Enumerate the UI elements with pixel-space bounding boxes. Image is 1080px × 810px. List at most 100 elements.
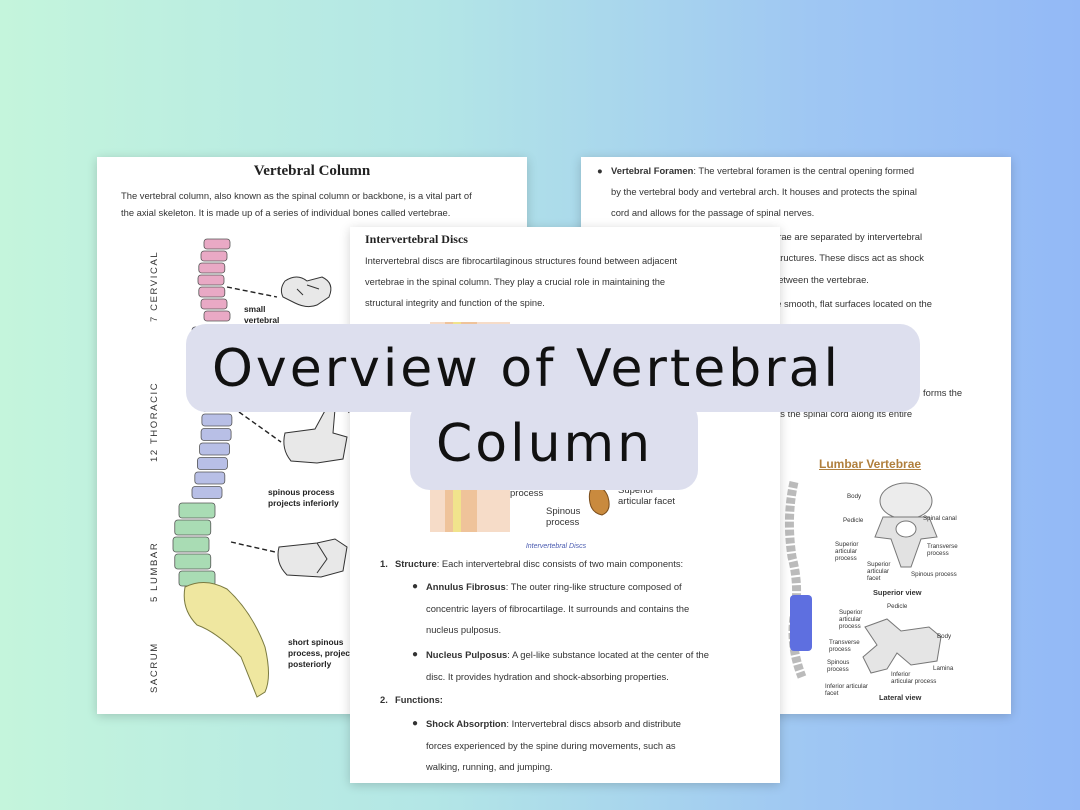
list-text: nucleus pulposus. — [426, 624, 502, 635]
label-superior-articular-process: Superior articular process — [835, 541, 859, 562]
vertebra-shape — [178, 502, 216, 519]
vertebra-shape — [201, 413, 233, 427]
bullet-dot: ● — [412, 718, 419, 729]
vertebra-shape — [198, 286, 226, 298]
bullet-dot: ● — [412, 581, 419, 592]
label-superior-articular-process-lateral: Superior articular process — [839, 609, 863, 630]
vertebra-shape — [194, 471, 226, 485]
lumbar-vertebra-sketch — [277, 538, 348, 578]
intro-paragraph: The vertebral column, also known as the … — [121, 187, 506, 221]
label-spinous-process-lateral: Spinous process — [827, 659, 850, 673]
title-banner-bottom — [410, 400, 698, 490]
figure-label-process: process — [510, 488, 544, 499]
annotation-text: small vertebral — [244, 304, 280, 325]
text-fragment: cts the spinal cord along its entire — [773, 408, 913, 419]
vertebra-shape — [174, 519, 212, 536]
leader-line — [226, 286, 278, 298]
bullet-text: by the vertebral body and vertebral arch… — [611, 186, 917, 197]
text-fragment: forms the — [923, 387, 963, 398]
list-text: walking, running, and jumping. — [426, 761, 553, 772]
list-text: : The outer ring-like structure composed… — [505, 581, 682, 592]
leader-line — [230, 541, 276, 553]
label-body-lateral: Body — [937, 633, 952, 640]
lateral-view-label: Lateral view — [879, 693, 922, 702]
annotation-thoracic: spinous process projects inferiorly — [268, 487, 339, 509]
text-fragment: re smooth, flat surfaces located on the — [773, 298, 932, 309]
vertebra-shape — [203, 310, 231, 322]
list-term: Shock Absorption — [426, 718, 507, 729]
label-body: Body — [847, 493, 862, 500]
vertebra-shape — [200, 298, 228, 310]
list-subitem-annulus: ● Annulus Fibrosus: The outer ring-like … — [412, 576, 756, 641]
vertebra-shape — [200, 250, 228, 262]
sacrum-shape — [183, 582, 269, 698]
page-title: Vertebral Column — [253, 163, 371, 179]
figure-caption: Intervertebral Discs — [525, 543, 587, 550]
intervertebral-discs-page: Intervertebral Discs Intervertebral disc… — [350, 227, 780, 783]
list-number: 2. — [380, 694, 388, 705]
list-number: 1. — [380, 558, 388, 569]
list-subitem-shock: ● Shock Absorption: Intervertebral discs… — [412, 713, 756, 778]
intro-line: the axial skeleton. It is made up of a s… — [121, 207, 451, 218]
vertebra-shape — [174, 553, 212, 570]
label-spinous-process: Spinous process — [911, 571, 957, 578]
title-banner-top — [186, 324, 920, 412]
intro-line: Intervertebral discs are fibrocartilagin… — [365, 256, 678, 266]
spinal-canal-shape — [895, 520, 917, 538]
superior-view-illustration — [874, 482, 938, 568]
list-text: : A gel-like substance located at the ce… — [507, 649, 709, 660]
superior-view-label: Superior view — [873, 588, 922, 597]
text-fragment: between the vertebrae. — [773, 274, 869, 285]
vertebra-shape — [199, 442, 230, 456]
list-text: forces experienced by the spine during m… — [426, 739, 676, 751]
lateral-view-illustration — [862, 618, 942, 674]
intro-paragraph: Intervertebral discs are fibrocartilagin… — [365, 251, 760, 314]
label-superior-articular-facet: Superior articular facet — [867, 561, 891, 582]
foramen-bullet: ● Vertebral Foramen: The vertebral foram… — [597, 160, 1006, 223]
figure-label-spinous: Spinous process — [546, 506, 581, 528]
vertebra-shape — [203, 238, 231, 250]
label-inferior-articular-facet: Inferior articular facet — [825, 683, 868, 697]
annotation-lumbar: short spinous process, projects posterio… — [288, 637, 357, 670]
list-text: concentric layers of fibrocartilage. It … — [426, 602, 690, 614]
vertebra-shape — [200, 428, 232, 441]
lumbar-highlight — [790, 595, 812, 651]
banner-title-line1: Overview of Vertebral — [212, 339, 841, 399]
text-fragment: brae are separated by intervertebral — [773, 231, 923, 242]
text-fragment: structures. These discs act as shock — [773, 252, 924, 263]
label-transverse-process-lateral: Transverse process — [829, 639, 860, 653]
list-subitem-nucleus: ● Nucleus Pulposus: A gel-like substance… — [412, 644, 756, 687]
intro-line: structural integrity and function of the… — [365, 298, 545, 308]
articular-facet-shape — [588, 486, 610, 516]
leader-line — [238, 411, 282, 443]
list-text: : Each intervertebral disc consists of t… — [436, 558, 684, 569]
annotation-text: short spinous process, projects posterio… — [288, 637, 358, 669]
section-title: Intervertebral Discs — [365, 232, 468, 246]
bullet-text: : The vertebral foramen is the central o… — [693, 165, 915, 176]
intro-line: The vertebral column, also known as the … — [121, 190, 472, 201]
annotation-text: spinous process projects inferiorly — [268, 487, 339, 508]
vertebra-shape — [198, 262, 226, 274]
vertebral-arch-shape — [874, 516, 938, 568]
lumbar-vertebrae-heading: Lumbar Vertebrae — [819, 457, 922, 471]
spine-side-illustration — [784, 480, 812, 679]
list-term: Functions: — [395, 694, 443, 705]
lumbar-vertebrae — [172, 502, 216, 587]
label-lamina: Lamina — [933, 665, 954, 672]
bullet-dot: ● — [597, 165, 603, 176]
label-pedicle-lateral: Pedicle — [887, 603, 908, 610]
list-text: : Intervertebral discs absorb and distri… — [506, 718, 681, 729]
bullet-term: Vertebral Foramen — [611, 165, 694, 176]
facet-shape — [588, 486, 610, 516]
list-term: Annulus Fibrosus — [426, 581, 506, 592]
vertebra-shape — [197, 274, 225, 286]
vertebra-shape — [172, 536, 210, 553]
vertebra-shape — [197, 457, 228, 470]
cervical-vertebra-sketch — [280, 276, 332, 308]
list-term: Structure — [395, 558, 437, 569]
bullet-dot: ● — [412, 649, 419, 660]
label-inferior-articular-process: Inferior articular process — [891, 671, 937, 685]
vertebra-shape — [191, 486, 223, 499]
bullet-text: cord and allows for the passage of spina… — [611, 207, 815, 218]
cervical-vertebrae — [197, 238, 231, 322]
